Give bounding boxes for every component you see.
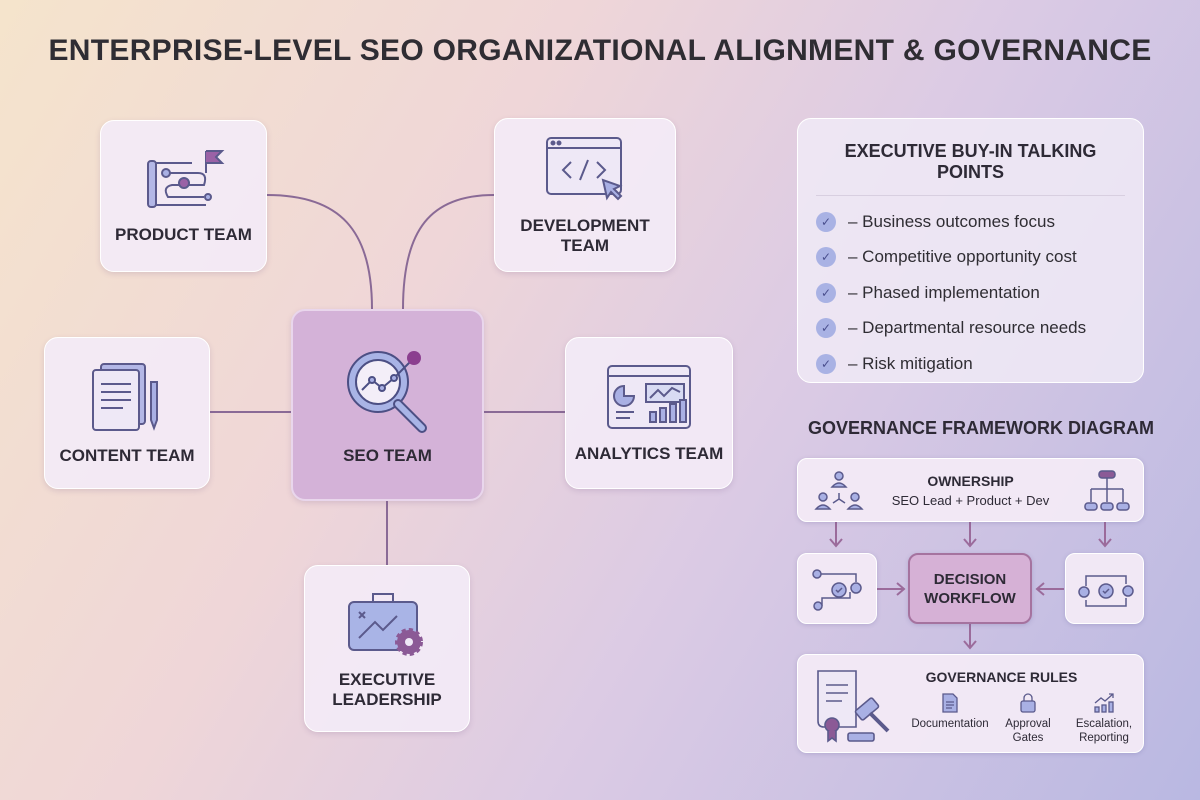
approval-cycle-icon — [1078, 575, 1134, 607]
list-item-text: – Business outcomes focus — [848, 211, 1055, 231]
talking-points-panel: EXECUTIVE BUY-IN TALKING POINTS ✓ – Busin… — [797, 118, 1144, 383]
ownership-title: OWNERSHIP — [927, 473, 1014, 489]
connector-dev-seo — [402, 194, 495, 310]
decision-workflow-line1: DECISION — [933, 570, 1007, 588]
list-item-text: – Departmental resource needs — [848, 318, 1087, 338]
product-team-card: PRODUCT TEAM — [100, 120, 267, 272]
executive-leadership-card: EXECUTIVE LEADERSHIP — [304, 565, 470, 732]
ownership-subtitle: SEO Lead + Product + Dev — [891, 493, 1050, 508]
governance-rules-title: GOVERNANCE RULES — [925, 669, 1078, 685]
document-gavel-icon — [817, 670, 890, 743]
rule-approval-label-2: Gates — [1012, 732, 1044, 744]
development-team-label: DEVELOPMENT TEAM — [520, 216, 650, 255]
list-item-text: – Phased implementation — [848, 282, 1040, 302]
process-flow-box-right — [1065, 553, 1144, 624]
check-icon: ✓ — [816, 282, 836, 303]
check-icon: ✓ — [816, 353, 836, 374]
process-flow-box-left — [797, 553, 877, 624]
roadmap-flag-icon — [146, 150, 224, 208]
seo-team-label: SEO TEAM — [343, 446, 432, 465]
list-item: ✓ – Departmental resource needs — [816, 311, 1125, 347]
rule-approval-label-1: Approval — [1005, 718, 1051, 730]
development-team-card: DEVELOPMENT TEAM — [494, 118, 676, 272]
bar-chart-trend-icon — [1094, 693, 1114, 713]
rule-documentation: Documentation — [908, 693, 992, 731]
briefcase-gear-icon — [348, 592, 423, 656]
lock-icon — [1020, 693, 1036, 713]
product-team-label: PRODUCT TEAM — [115, 225, 252, 244]
check-icon: ✓ — [816, 247, 836, 268]
list-item: ✓ – Competitive opportunity cost — [816, 240, 1125, 276]
ownership-box: OWNERSHIP SEO Lead + Product + Dev — [797, 458, 1144, 522]
rule-escalation-reporting: Escalation, Reporting — [1068, 693, 1140, 745]
connector-product-seo — [266, 194, 373, 310]
rule-documentation-label: Documentation — [911, 718, 989, 730]
content-team-label: CONTENT TEAM — [59, 446, 195, 465]
code-window-icon — [546, 137, 623, 201]
hierarchy-icon — [1084, 470, 1130, 511]
list-item-text: – Risk mitigation — [848, 353, 973, 373]
analytics-dashboard-icon — [607, 365, 691, 429]
list-item: ✓ – Phased implementation — [816, 275, 1125, 311]
analytics-team-label: ANALYTICS TEAM — [574, 444, 724, 463]
list-item-text: – Competitive opportunity cost — [848, 247, 1077, 267]
rule-escalation-label-1: Escalation, — [1075, 718, 1133, 730]
check-icon: ✓ — [816, 318, 836, 339]
rule-escalation-label-2: Reporting — [1079, 732, 1129, 744]
governance-heading: GOVERNANCE FRAMEWORK DIAGRAM — [808, 418, 1154, 438]
decision-workflow-line2: WORKFLOW — [924, 589, 1016, 607]
analytics-team-card: ANALYTICS TEAM — [565, 337, 733, 489]
governance-arrows — [829, 522, 1112, 650]
magnifier-analytics-icon — [346, 351, 427, 433]
document-icon — [942, 693, 958, 713]
talking-points-heading: EXECUTIVE BUY-IN TALKING POINTS — [816, 141, 1125, 196]
executive-label-line1: EXECUTIVE — [338, 669, 436, 689]
document-pen-icon — [92, 363, 158, 431]
page-title: ENTERPRISE-LEVEL SEO ORGANIZATIONAL ALIG… — [48, 34, 1152, 67]
seo-team-card: SEO TEAM — [291, 309, 484, 501]
process-flow-icon — [812, 569, 862, 611]
list-item: ✓ – Business outcomes focus — [816, 204, 1125, 240]
list-item: ✓ – Risk mitigation — [816, 346, 1125, 382]
content-team-card: CONTENT TEAM — [44, 337, 210, 489]
team-people-icon — [814, 471, 864, 510]
executive-label-line2: LEADERSHIP — [332, 689, 442, 709]
check-icon: ✓ — [816, 211, 836, 232]
